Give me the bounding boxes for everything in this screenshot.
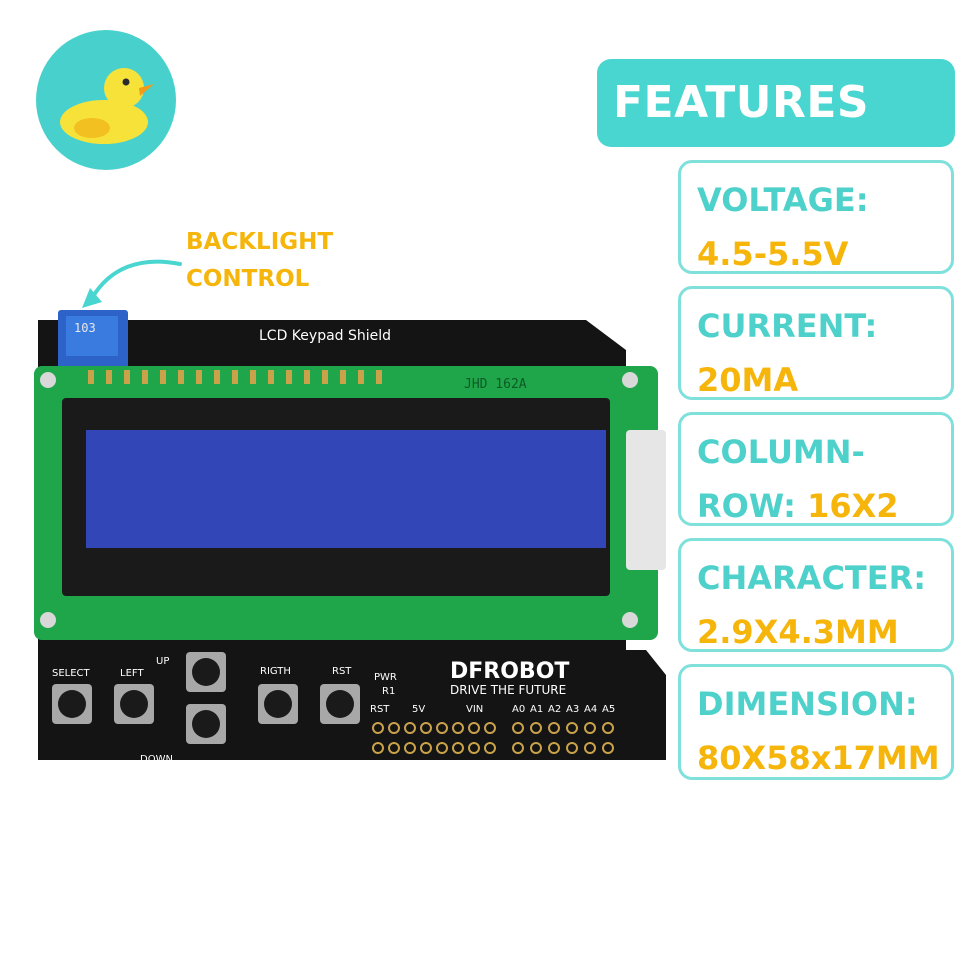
backlight-control-label: BACKLIGHT CONTROL: [186, 224, 366, 298]
vin-pin-label: VIN: [466, 704, 483, 715]
brand-tagline: DRIVE THE FUTURE: [450, 683, 566, 697]
left-label: LEFT: [120, 668, 144, 679]
callout-line-2: CONTROL: [186, 266, 310, 292]
a1-pin-label: A1: [530, 704, 543, 715]
select-label: SELECT: [52, 668, 91, 679]
right-button: [258, 684, 298, 724]
a0-pin-label: A0: [512, 704, 525, 715]
a4-pin-label: A4: [584, 704, 597, 715]
duck-logo: [36, 30, 176, 170]
feature-label: DIMENSION:: [697, 685, 918, 723]
rst-button-label: RST: [332, 666, 352, 677]
feature-value: 20MA: [697, 361, 799, 399]
features-header: FEATURES: [597, 59, 955, 147]
up-label: UP: [156, 656, 169, 667]
down-button: [186, 704, 226, 744]
feature-value: 4.5-5.5V: [697, 235, 849, 273]
duck-icon: [60, 68, 154, 144]
feature-label-2: ROW:: [697, 487, 796, 525]
r1-label: R1: [382, 686, 395, 697]
5v-pin-label: 5V: [412, 704, 425, 715]
board-title: LCD Keypad Shield: [259, 328, 391, 344]
right-label: RIGTH: [260, 666, 291, 677]
curved-arrow-icon: [82, 259, 182, 308]
lcd-screen: [86, 430, 606, 548]
feature-label: VOLTAGE:: [697, 181, 869, 219]
pwr-label: PWR: [374, 672, 397, 683]
select-button: [52, 684, 92, 724]
lcd-keypad-shield-board: 103 LCD Keypad Shield JHD 162A DFROBOT D…: [34, 310, 666, 765]
feature-dimension: DIMENSION: 80X58x17MM: [678, 664, 954, 780]
rst-button: [320, 684, 360, 724]
up-button: [186, 652, 226, 692]
left-button: [114, 684, 154, 724]
a2-pin-label: A2: [548, 704, 561, 715]
pot-code: 103: [74, 321, 96, 335]
feature-value: 80X58x17MM: [697, 739, 940, 777]
keypad-buttons: [52, 652, 360, 744]
feature-character: CHARACTER: 2.9X4.3MM: [678, 538, 954, 652]
callout-line-1: BACKLIGHT: [186, 229, 334, 255]
a5-pin-label: A5: [602, 704, 615, 715]
feature-value: 2.9X4.3MM: [697, 613, 899, 651]
feature-current: CURRENT: 20MA: [678, 286, 954, 400]
feature-label: COLUMN-: [697, 433, 865, 471]
feature-value: 16X2: [807, 487, 899, 525]
feature-label: CHARACTER:: [697, 559, 927, 597]
rst-pin-label: RST: [370, 704, 390, 715]
brand-logo: DFROBOT: [450, 659, 569, 684]
a3-pin-label: A3: [566, 704, 579, 715]
feature-column-row: COLUMN- ROW: 16X2: [678, 412, 954, 526]
down-label: DOWN: [140, 754, 173, 765]
feature-voltage: VOLTAGE: 4.5-5.5V: [678, 160, 954, 274]
lcd-model: JHD 162A: [464, 377, 527, 392]
feature-label: CURRENT:: [697, 307, 878, 345]
